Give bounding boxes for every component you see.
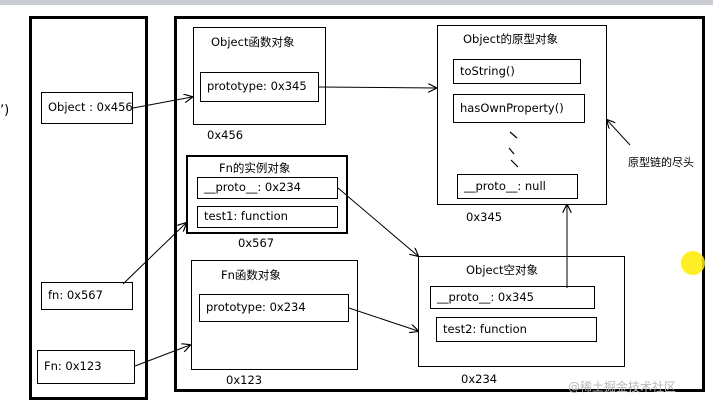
object-function-title: Object函数对象	[211, 35, 295, 49]
fn-instance-test1: test1: function	[197, 206, 338, 228]
object-function-prototype: prototype: 0x345	[200, 72, 319, 102]
fn-function-prototype: prototype: 0x234	[199, 294, 349, 322]
stack-fn-var: fn: 0x567	[41, 282, 133, 310]
object-empty-proto: __proto__: 0x345	[430, 286, 595, 309]
cursor-highlight	[681, 251, 705, 275]
left-edge-glyph: ʼ)	[0, 103, 10, 118]
arrow-fn-to-fn-instance	[122, 223, 186, 285]
object-prototype-proto: __proto__: null	[457, 174, 578, 199]
fn-function-title: Fn函数对象	[221, 268, 281, 282]
fn-instance-address: 0x567	[238, 236, 275, 250]
dashed-continuation	[508, 131, 519, 168]
object-prototype-address: 0x345	[466, 210, 503, 224]
stack-column	[29, 16, 148, 400]
heap-area	[174, 16, 705, 392]
arrow-fn-instance-proto-to-object-empty	[337, 187, 418, 256]
object-prototype-title: Object的原型对象	[463, 32, 558, 46]
arrow-Fn-to-fn-function	[134, 345, 190, 367]
chain-end-note: 原型链的尽头	[628, 156, 694, 169]
arrow-prototype-to-object-prototype	[318, 87, 436, 88]
fn-function-address: 0x123	[226, 373, 263, 387]
object-empty-title: Object空对象	[466, 263, 538, 277]
object-empty-address: 0x234	[461, 372, 498, 386]
window-top-strip	[0, 0, 713, 5]
fn-instance-proto: __proto__: 0x234	[197, 177, 338, 199]
stack-object-var: Object : 0x456	[41, 92, 133, 124]
object-empty-box	[418, 256, 625, 367]
object-prototype-hasownproperty: hasOwnProperty()	[453, 94, 585, 123]
object-prototype-tostring: toString()	[453, 59, 581, 84]
object-empty-test2: test2: function	[436, 317, 597, 342]
fn-instance-title: Fn的实例对象	[219, 161, 291, 175]
arrow-object-to-object-function	[132, 97, 192, 109]
watermark: @稀土掘金技术社区	[568, 380, 677, 394]
arrow-fn-prototype-to-object-empty	[348, 307, 418, 331]
object-function-address: 0x456	[207, 128, 244, 142]
stack-Fn-var: Fn: 0x123	[37, 350, 135, 384]
arrow-note-pointer	[607, 120, 631, 146]
